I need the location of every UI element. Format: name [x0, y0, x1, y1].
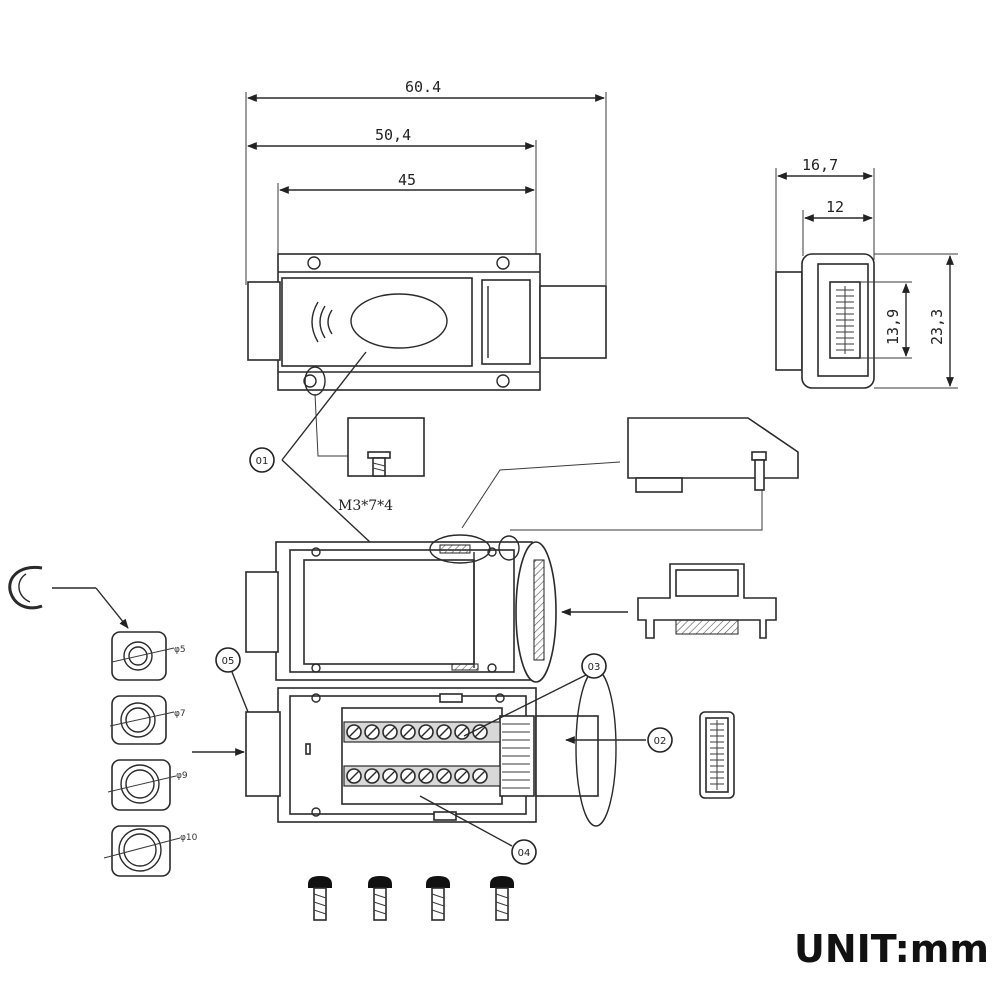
terminal-row-bottom: [343, 765, 501, 787]
callout-01: 01: [249, 351, 403, 573]
grommet-10-label: φ10: [180, 833, 198, 843]
pcb-pins: [502, 723, 530, 789]
terminal-row-top: [343, 721, 501, 743]
screw-1: [308, 876, 332, 921]
dim-connector-height: 13,9: [884, 309, 902, 345]
top-cover-part: [461, 417, 799, 531]
cable-hook: [8, 565, 129, 629]
grommet-10: φ10: [103, 825, 198, 877]
grommet-5: φ5: [111, 631, 186, 681]
dim-overall-length: 60.4: [405, 78, 441, 96]
callout-04: 04: [419, 795, 537, 865]
grommet-9-label: φ9: [176, 771, 188, 781]
dim-overall-height: 23,3: [928, 309, 946, 345]
assembly-screws: [308, 876, 514, 921]
upper-housing: [245, 534, 557, 683]
screw-3: [426, 876, 450, 921]
screw-4: [490, 876, 514, 921]
screw-spec: M3*7*4: [338, 498, 393, 514]
hdmi-plug: 02: [565, 711, 735, 799]
grommet-5-label: φ5: [174, 645, 186, 655]
callout-02-label: 02: [654, 736, 667, 747]
callout-04-label: 04: [518, 848, 531, 859]
grommet-9: φ9: [107, 759, 188, 811]
screw-detail: M3*7*4: [314, 393, 425, 514]
top-view-housing: [247, 253, 607, 396]
dim-side-width: 16,7: [802, 156, 838, 174]
side-view: 16,7 12 13,9 23,3: [775, 156, 958, 389]
grommet-set: φ5 φ7 φ9 φ10: [103, 631, 198, 877]
grommet-7: φ7: [109, 695, 186, 745]
dim-body-length: 50,4: [375, 126, 411, 144]
callout-01-label: 01: [256, 456, 269, 467]
dim-side-inner-width: 12: [826, 198, 844, 216]
callout-05-label: 05: [222, 656, 235, 667]
top-view-dimensions: 60.4 50,4 45: [245, 78, 607, 285]
screw-2: [368, 876, 392, 921]
side-connector-pins: [836, 286, 854, 354]
callout-03: 03: [463, 653, 607, 737]
unit-label: UNIT:mm: [793, 927, 989, 971]
lower-housing: [192, 669, 617, 827]
grommet-7-label: φ7: [174, 709, 186, 719]
dim-inner-length: 45: [398, 171, 416, 189]
strain-relief-clamp: [561, 563, 777, 639]
callout-03-label: 03: [588, 662, 601, 673]
